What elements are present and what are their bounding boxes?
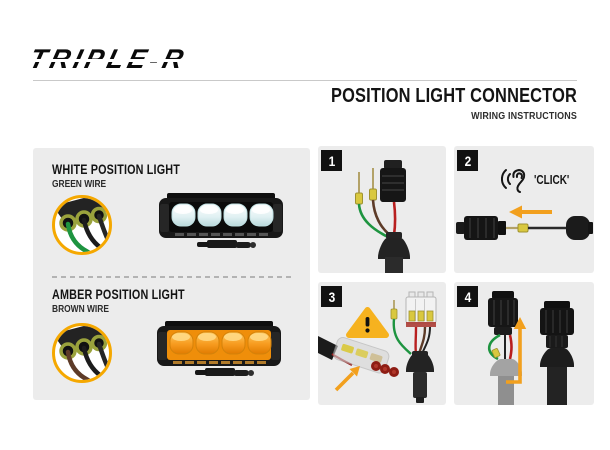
- logo-stencil-stripe: [30, 59, 216, 62]
- green-wire-connector-inset: [52, 195, 112, 255]
- step-1-panel: 1: [318, 146, 446, 273]
- step-2-badge: 2: [457, 150, 478, 171]
- arrow-left-icon: [509, 205, 552, 219]
- white-light-wire-label: GREEN WIRE: [52, 179, 107, 190]
- amber-light-wire-label: BROWN WIRE: [52, 304, 109, 315]
- white-light-title: WHITE POSITION LIGHT: [52, 162, 180, 177]
- legend-panel: WHITE POSITION LIGHT GREEN WIRE: [33, 148, 310, 400]
- brand-logo: TRIPLE-R: [26, 44, 220, 76]
- header-divider: [33, 80, 577, 81]
- step-3-panel: 3: [318, 282, 446, 405]
- section-separator: [52, 276, 291, 278]
- step-2-panel: 2 'CLICK': [454, 146, 594, 273]
- step-2-illustration: [456, 205, 593, 240]
- step-1-illustration: [355, 160, 410, 273]
- warning-icon: [346, 307, 389, 338]
- amber-light-section-header: AMBER POSITION LIGHT BROWN WIRE: [52, 287, 218, 315]
- amber-position-light-image: [157, 321, 281, 376]
- step-3-illustration: [318, 291, 437, 403]
- amber-light-title: AMBER POSITION LIGHT: [52, 287, 185, 302]
- page-subtitle: WIRING INSTRUCTIONS: [471, 110, 577, 122]
- step-1-badge: 1: [321, 150, 342, 171]
- step-2-number: 2: [464, 152, 471, 169]
- red-seal: [371, 361, 399, 377]
- step-4-illustration: [487, 291, 574, 405]
- page-title: POSITION LIGHT CONNECTOR: [331, 85, 577, 107]
- arrow-up-icon: [506, 317, 527, 384]
- ear-icon: [501, 169, 526, 193]
- white-light-section-header: WHITE POSITION LIGHT GREEN WIRE: [52, 162, 212, 190]
- page-header: POSITION LIGHT CONNECTOR WIRING INSTRUCT…: [277, 85, 577, 122]
- white-position-light-image: [159, 193, 283, 248]
- step-4-badge: 4: [457, 286, 478, 307]
- step-4-panel: 4: [454, 282, 594, 405]
- step-4-number: 4: [464, 288, 471, 305]
- step-3-number: 3: [328, 288, 335, 305]
- step-3-badge: 3: [321, 286, 342, 307]
- brown-wire-connector-inset: [52, 323, 112, 383]
- arrow-upright-icon: [334, 366, 360, 392]
- step-1-number: 1: [328, 152, 335, 169]
- click-sound-label: 'CLICK': [534, 173, 570, 187]
